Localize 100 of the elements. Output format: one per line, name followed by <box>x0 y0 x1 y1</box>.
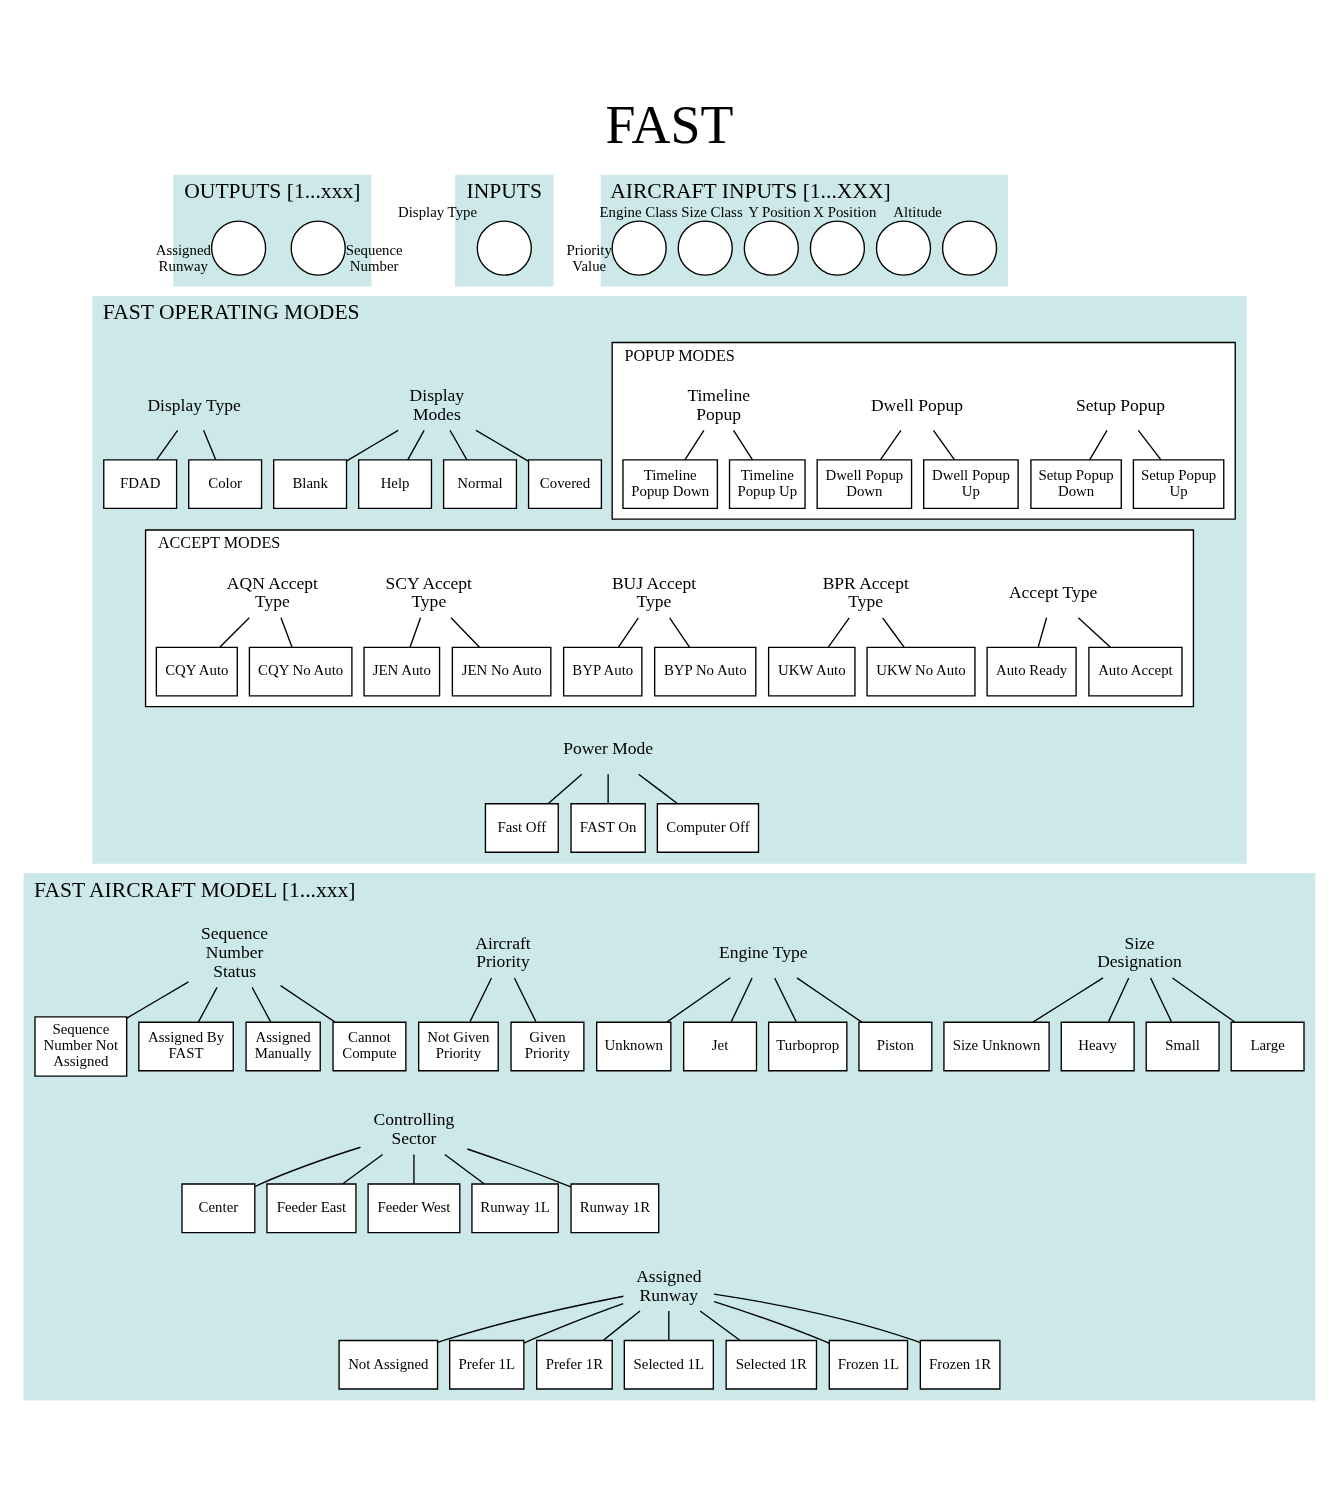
node-box: Color <box>188 458 263 509</box>
connector <box>668 616 691 648</box>
connector <box>827 616 850 648</box>
node-box: Prefer 1L <box>449 1339 525 1390</box>
node-box: Timeline Popup Up <box>728 458 806 509</box>
connector <box>1149 976 1173 1022</box>
node-text: Setup Popup <box>1076 394 1166 414</box>
connector <box>774 976 797 1022</box>
node-box: Computer Off <box>656 802 760 853</box>
node-box: Dwell Popup Down <box>816 458 913 509</box>
node-text: Size Designation <box>1097 932 1182 971</box>
connector <box>547 773 583 804</box>
connector <box>637 773 679 804</box>
node-label: Sequence Number <box>345 241 403 274</box>
connector <box>279 984 336 1023</box>
connector <box>444 1153 486 1185</box>
node-box: Setup Popup Up <box>1132 458 1225 509</box>
connector <box>699 1309 741 1341</box>
node-label: Engine Class <box>599 203 678 220</box>
node-box: Frozen 1L <box>828 1339 909 1390</box>
node-text: Sequence Number Status <box>201 922 269 981</box>
node-text: SCY Accept Type <box>385 572 472 611</box>
node-text: Display Modes <box>409 384 465 424</box>
connector <box>436 1295 625 1343</box>
node-box: CQY Auto <box>155 646 238 697</box>
node-circle <box>677 220 733 276</box>
connector <box>932 429 956 461</box>
node-text: Power Mode <box>563 737 654 758</box>
node-text: Accept Type <box>1008 581 1098 602</box>
node-label: Assigned Runway <box>155 241 211 274</box>
node-box: Help <box>357 458 433 509</box>
connector <box>1137 429 1162 461</box>
connector <box>466 1147 572 1188</box>
node-box: Cannot Compute <box>332 1021 407 1071</box>
connector <box>1077 616 1112 648</box>
node-box: Heavy <box>1060 1021 1135 1071</box>
node-text: Dwell Popup <box>870 394 963 414</box>
node-circle <box>476 220 532 276</box>
node-text: Aircraft Priority <box>475 932 531 971</box>
connector <box>730 976 753 1022</box>
connector <box>407 429 425 461</box>
node-box: Feeder East <box>266 1182 357 1233</box>
connector <box>251 986 272 1023</box>
node-label: Y Position <box>748 203 811 220</box>
connector <box>219 616 250 648</box>
connector <box>713 1292 921 1343</box>
node-box: Selected 1R <box>725 1339 818 1390</box>
node-box: JEN Auto <box>363 646 441 697</box>
node-label: Altitude <box>893 203 942 220</box>
node-box: Prefer 1R <box>536 1339 613 1390</box>
connector <box>254 1146 362 1187</box>
connector <box>684 429 705 461</box>
connector <box>202 429 217 461</box>
connector <box>513 976 537 1022</box>
connector <box>346 429 399 462</box>
node-box: Runway 1L <box>471 1182 559 1233</box>
connector <box>607 773 609 804</box>
node-box: Frozen 1R <box>919 1339 1001 1390</box>
node-circle <box>743 220 799 276</box>
node-box: JEN No Auto <box>451 646 552 697</box>
connector <box>666 976 731 1023</box>
node-box: Assigned By FAST <box>138 1021 234 1071</box>
connector <box>1088 429 1108 461</box>
node-box: Given Priority <box>510 1021 585 1071</box>
connector <box>341 1153 384 1185</box>
connector <box>449 429 468 461</box>
connector <box>796 976 863 1023</box>
node-label: Size Class <box>681 203 743 220</box>
node-box: UKW No Auto <box>866 646 976 697</box>
connector <box>1171 976 1236 1023</box>
node-text: Timeline Popup <box>687 384 751 424</box>
node-box: BYP No Auto <box>654 646 757 697</box>
node-box: Center <box>181 1182 256 1233</box>
connector <box>155 429 179 461</box>
node-box: Normal <box>442 458 518 509</box>
node-box: Turboprop <box>767 1021 848 1071</box>
node-box: Auto Accept <box>1088 646 1183 697</box>
node-label: Priority Value <box>566 241 612 274</box>
node-box: Runway 1R <box>570 1182 660 1233</box>
node-box: Size Unknown <box>943 1021 1050 1071</box>
node-box: Small <box>1145 1021 1220 1071</box>
connector <box>413 1153 415 1185</box>
connector <box>409 616 422 648</box>
connector <box>475 429 529 462</box>
connector <box>602 1309 641 1341</box>
node-box: UKW Auto <box>767 646 856 697</box>
node-text: Engine Type <box>719 941 808 962</box>
node-text: Assigned Runway <box>636 1265 702 1305</box>
node-box: Covered <box>527 458 603 509</box>
connector <box>617 616 639 648</box>
connector <box>280 616 293 648</box>
node-box: Setup Popup Down <box>1030 458 1122 509</box>
connector <box>668 1309 670 1341</box>
node-text: AQN Accept Type <box>226 572 318 611</box>
connector <box>197 986 218 1023</box>
connector <box>1032 976 1104 1023</box>
node-box: CQY No Auto <box>248 646 353 697</box>
connector <box>469 976 493 1022</box>
connector <box>126 980 190 1019</box>
node-box: Not Given Priority <box>418 1021 499 1071</box>
